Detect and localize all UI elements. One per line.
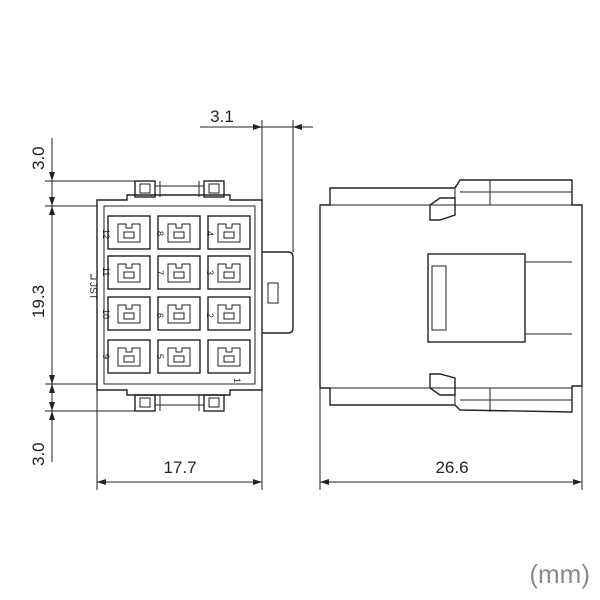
dim-bottom-height: 3.0 [29, 442, 48, 466]
pin-label-5: 5 [155, 354, 165, 359]
bottom-rib [134, 394, 225, 412]
pin-label-7: 7 [155, 270, 165, 275]
top-rib [134, 180, 225, 198]
side-latch-slot [267, 282, 279, 304]
pin-cavity [107, 215, 151, 250]
pin-label-11: 11 [101, 267, 111, 276]
pin-cavity [157, 215, 201, 250]
dim-body-height: 19.3 [29, 285, 48, 318]
pin-label-2: 2 [205, 313, 215, 318]
side-center-window [427, 253, 526, 343]
dim-latch-width: 3.1 [210, 107, 234, 126]
pin-label-12: 12 [101, 229, 111, 239]
side-view [319, 179, 583, 413]
unit-label: (mm) [529, 559, 590, 589]
dimension-lines [45, 120, 583, 490]
front-housing-outline [96, 194, 263, 396]
pin-cavity [107, 339, 151, 374]
side-top-latch-tab [429, 197, 456, 221]
pin-label-10: 10 [101, 309, 111, 319]
pin-cavity [207, 255, 251, 290]
pin-label-9: 9 [101, 354, 111, 359]
pin-cavity [157, 255, 201, 290]
pin-cavity [107, 296, 151, 331]
side-bottom-latch-tab [429, 373, 456, 396]
dim-front-width: 17.7 [163, 458, 196, 477]
pin-label-6: 6 [155, 313, 165, 318]
pin-labels: 12 8 4 11 7 3 10 6 2 9 5 1 [101, 229, 242, 383]
pin-label-4: 4 [205, 231, 215, 236]
dim-side-width: 26.6 [435, 458, 468, 477]
brand-mark: JST [87, 282, 98, 300]
pin-cavity [207, 296, 251, 331]
front-view: 12 8 4 11 7 3 10 6 2 9 5 1 JST [87, 180, 294, 412]
dim-top-height: 3.0 [29, 146, 48, 170]
pin-cavity [207, 215, 251, 250]
pin-cavity [157, 296, 201, 331]
side-latch [262, 251, 294, 334]
pin-label-3: 3 [205, 270, 215, 275]
pin-cavity [157, 339, 201, 374]
pin-label-1: 1 [232, 378, 242, 383]
pin-cavity [107, 255, 151, 290]
front-inner-frame [103, 205, 256, 385]
side-body-outline [319, 179, 583, 413]
pin-label-8: 8 [155, 231, 165, 236]
pin-cavity [207, 339, 251, 374]
pin-cavity-grid [107, 215, 251, 374]
